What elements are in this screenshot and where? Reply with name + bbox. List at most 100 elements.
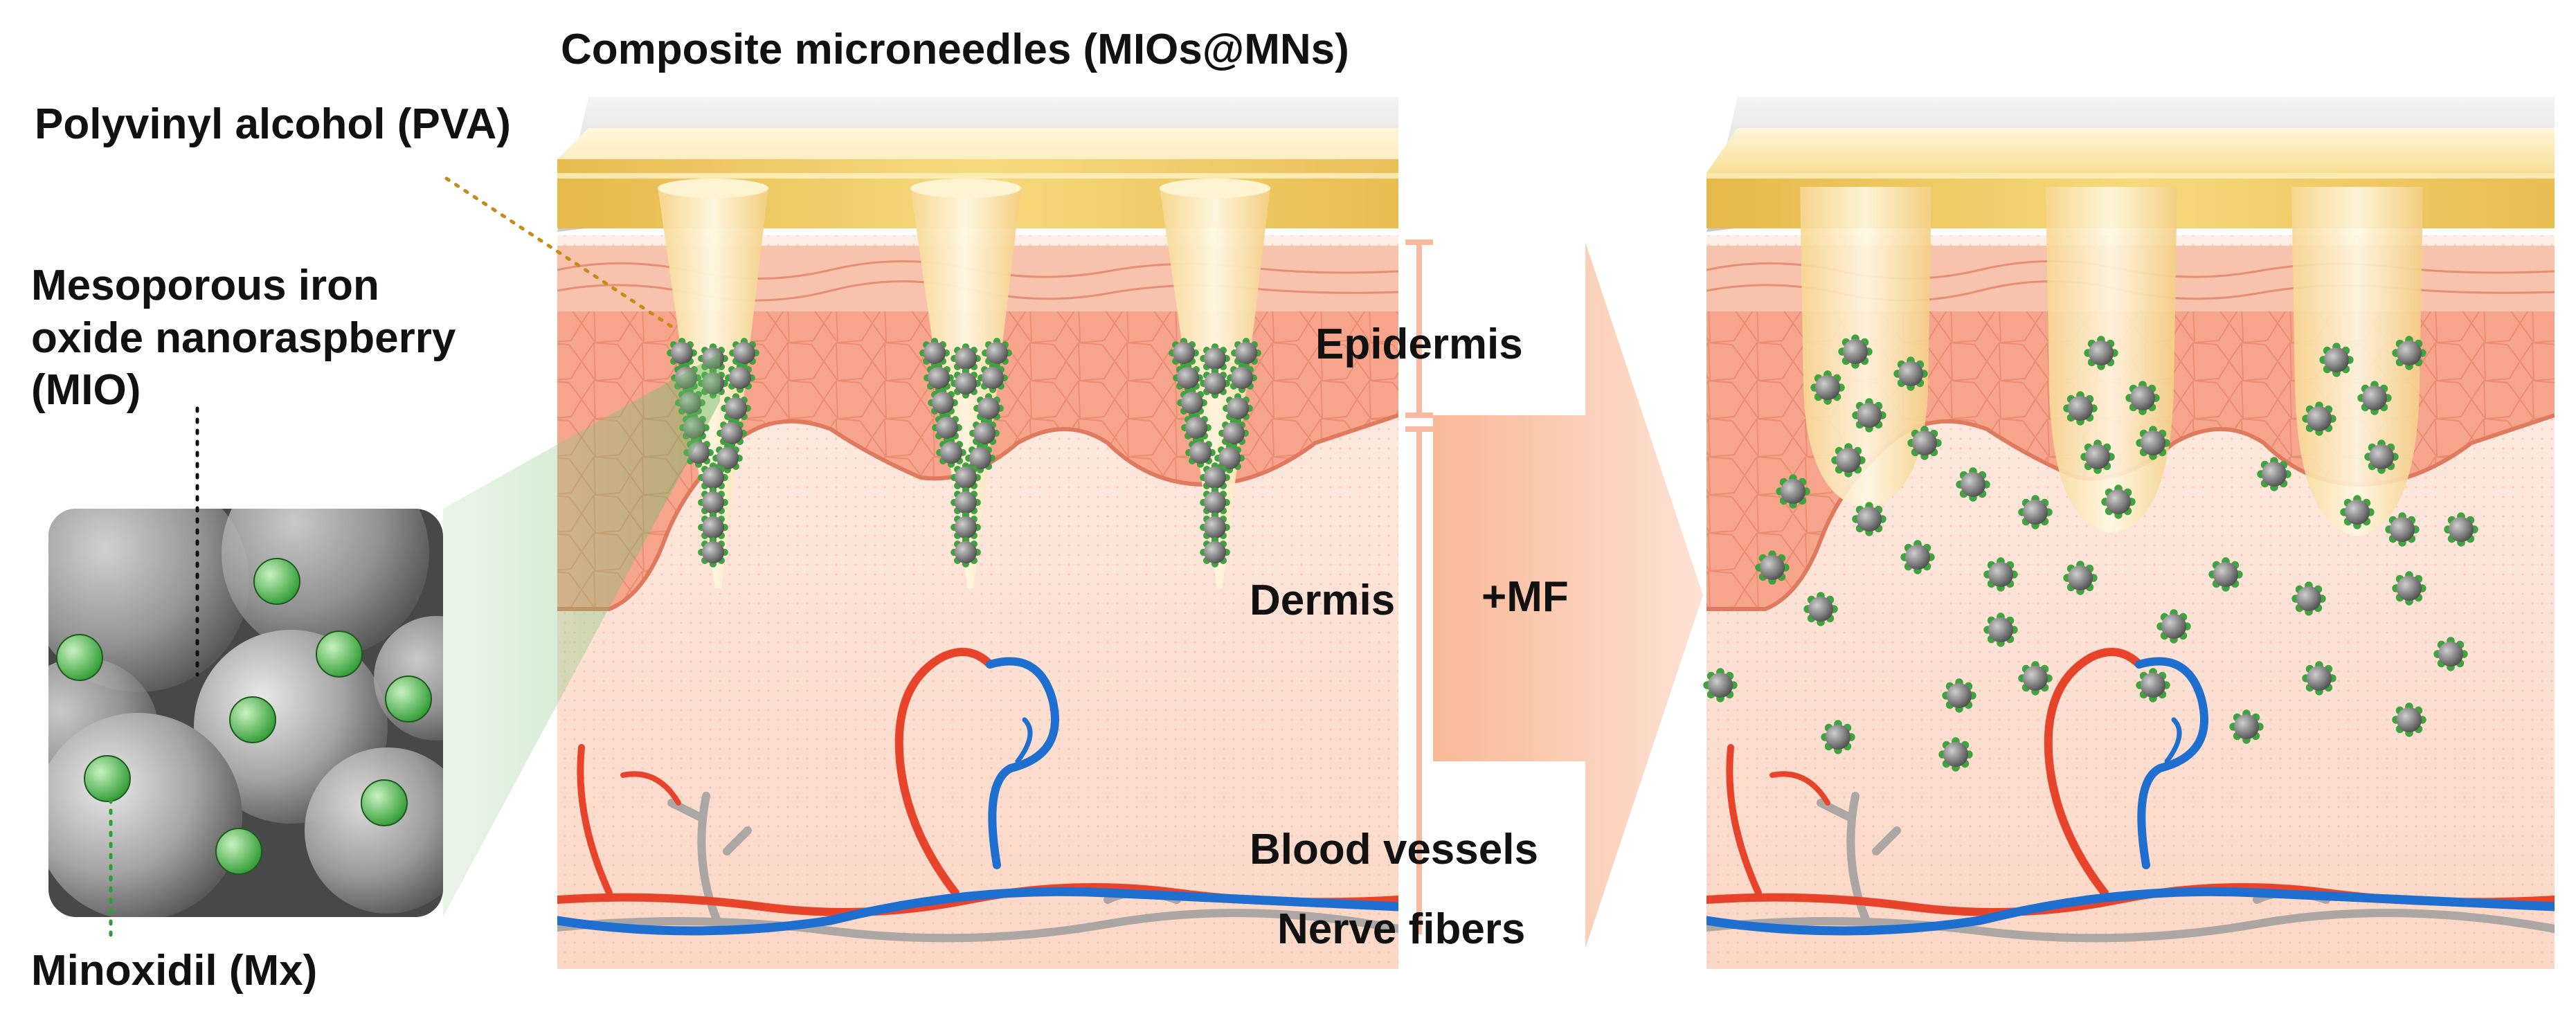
mio-particle xyxy=(698,537,728,568)
mio-particle xyxy=(1173,363,1203,393)
nerve-fibers-label: Nerve fibers xyxy=(1277,905,1526,953)
mio-particle xyxy=(2101,484,2136,519)
minoxidil-dots xyxy=(56,558,432,875)
mio-particle xyxy=(1831,443,1866,478)
mio-particle xyxy=(978,363,1008,393)
mio-particle xyxy=(725,363,755,393)
mio-particle xyxy=(1983,613,2018,647)
mio-particle xyxy=(2357,381,2392,415)
mio-particle xyxy=(2364,439,2399,474)
mio-particle xyxy=(1200,537,1230,568)
mio-particle xyxy=(1223,393,1253,424)
mio-particle xyxy=(1755,550,1790,585)
mio-particle xyxy=(2257,457,2291,491)
mio-particle xyxy=(932,412,962,443)
mio-particle xyxy=(936,437,966,468)
layer-brackets xyxy=(1405,239,1433,934)
mio-label-line-3: (MIO) xyxy=(31,366,141,415)
blood-vessels-left xyxy=(557,648,1398,936)
mio-particle xyxy=(1185,437,1216,468)
mio-particle xyxy=(1218,418,1249,448)
mio-particle xyxy=(1181,412,1212,443)
mio-particle xyxy=(1942,678,1976,713)
mio-particle xyxy=(1900,540,1935,574)
mio-particle xyxy=(712,443,743,473)
mio-particle xyxy=(1200,487,1230,518)
mio-particle xyxy=(2340,495,2375,529)
mio-particle xyxy=(2080,439,2115,474)
mio-particle xyxy=(2392,702,2426,737)
mio-particle xyxy=(2156,609,2191,644)
pva-label: Polyvinyl alcohol (PVA) xyxy=(35,100,511,148)
mio-particle xyxy=(2229,709,2264,744)
mio-particle xyxy=(1938,737,1973,772)
mio-particle xyxy=(1200,368,1230,399)
mio-particle xyxy=(973,393,1004,424)
mio-particle xyxy=(2018,661,2053,696)
mio-particle xyxy=(2136,668,2170,702)
mio-particle xyxy=(1200,343,1230,374)
mio-particle xyxy=(1852,398,1886,433)
mio-label-line-1: Mesoporous iron xyxy=(31,262,379,309)
mio-particle xyxy=(1838,334,1873,369)
mio-particle xyxy=(1803,592,1838,626)
mio-particle xyxy=(951,343,981,374)
mio-particle xyxy=(951,462,981,493)
mio-particle xyxy=(2392,336,2426,370)
mio-particle xyxy=(2063,391,2098,426)
mio-particle xyxy=(1810,370,1845,405)
mio-label-line-2: oxide nanoraspberry xyxy=(31,314,456,362)
mio-particle xyxy=(982,338,1012,368)
mio-particle xyxy=(721,393,751,424)
mio-particle xyxy=(2433,637,2468,671)
zoom-cone xyxy=(443,353,720,917)
mio-particle xyxy=(1231,338,1261,368)
minoxidil-label: Minoxidil (Mx) xyxy=(31,947,318,995)
mio-particle xyxy=(969,418,1000,448)
mio-particle xyxy=(1214,443,1245,473)
mio-particle xyxy=(1893,356,1928,391)
sem-inset xyxy=(48,509,443,917)
mio-particle xyxy=(1983,557,2018,592)
mio-particle xyxy=(1169,338,1199,368)
mio-particle xyxy=(1177,388,1207,418)
mio-particle xyxy=(1821,720,1855,754)
mio-particle xyxy=(2084,336,2118,370)
mio-particle xyxy=(951,537,981,568)
mio-particle xyxy=(2291,581,2326,616)
mio-particle xyxy=(1200,462,1230,493)
mio-particle xyxy=(2302,661,2336,696)
mio-particle xyxy=(717,418,747,448)
transition-arrow xyxy=(1433,242,1703,948)
mio-particle xyxy=(1776,474,1810,509)
blood-vessels-right xyxy=(1706,648,2555,936)
mio-particle xyxy=(2125,381,2160,415)
mio-particles-released xyxy=(1703,334,2478,772)
magnetic-field-label: +MF xyxy=(1481,573,1569,621)
mio-particle xyxy=(1956,467,1990,502)
mio-particle xyxy=(729,338,759,368)
dermis-label: Dermis xyxy=(1250,577,1396,624)
mio-particle xyxy=(2302,401,2336,436)
mio-label: Mesoporous iron oxide nanoraspberry (MIO… xyxy=(31,260,456,417)
mio-particle xyxy=(928,388,958,418)
mio-particle xyxy=(924,363,954,393)
mio-particle xyxy=(698,487,728,518)
mio-particle xyxy=(2136,426,2170,460)
mio-particle xyxy=(2319,343,2354,377)
epidermis-label: Epidermis xyxy=(1315,320,1523,368)
mio-particle xyxy=(1200,512,1230,543)
mio-particle xyxy=(2385,512,2420,547)
mio-particle xyxy=(951,487,981,518)
mio-particle xyxy=(2063,561,2098,595)
mio-particle xyxy=(667,338,697,368)
mio-particle xyxy=(951,368,981,399)
mio-particle xyxy=(2444,512,2478,547)
mio-particle xyxy=(2208,557,2243,592)
mio-particle xyxy=(2018,495,2053,529)
mio-particle xyxy=(2392,571,2426,606)
mio-particle xyxy=(1703,668,1738,702)
blood-vessels-label: Blood vessels xyxy=(1250,826,1538,873)
